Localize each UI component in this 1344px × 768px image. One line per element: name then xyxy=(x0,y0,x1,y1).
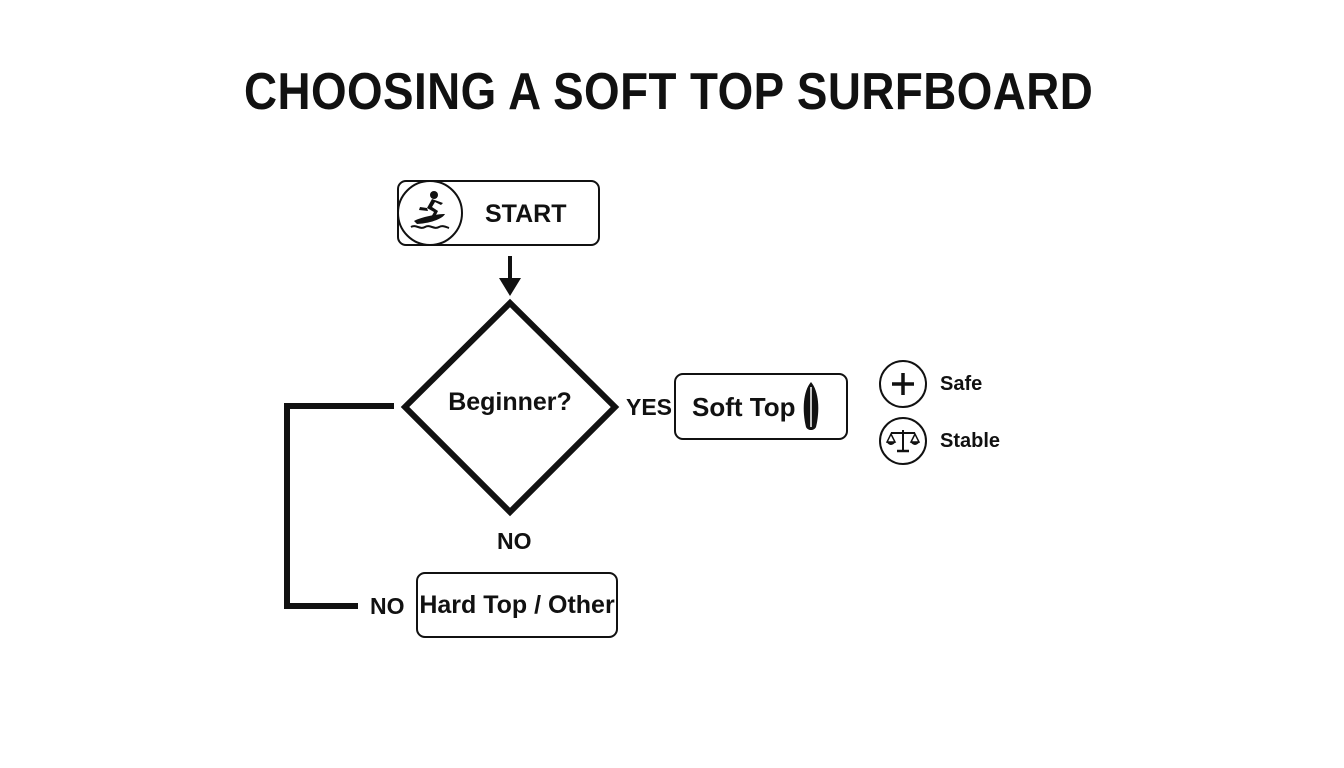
surfboard-icon xyxy=(798,381,824,438)
balance-scale-icon xyxy=(879,417,927,465)
feature-stable-label: Stable xyxy=(940,429,1001,452)
start-label: START xyxy=(485,200,567,228)
soft-top-node: Soft Top xyxy=(674,373,848,440)
no-connector-line xyxy=(284,403,394,609)
feature-safe-label: Safe xyxy=(940,372,983,395)
feature-stable: Stable xyxy=(879,417,1000,465)
start-to-decision-arrow xyxy=(499,256,521,296)
start-node: START xyxy=(397,180,600,246)
soft-top-label: Soft Top xyxy=(692,392,796,422)
plus-icon xyxy=(879,360,927,408)
diagram-title: CHOOSING A SOFT TOP SURFBOARD xyxy=(244,63,1094,121)
no-edge-label-left: NO xyxy=(370,593,405,619)
hard-top-node: Hard Top / Other xyxy=(416,572,618,638)
surfer-icon xyxy=(397,180,463,246)
hard-top-label: Hard Top / Other xyxy=(419,590,615,619)
decision-label: Beginner? xyxy=(448,388,572,416)
yes-edge-label: YES xyxy=(626,394,673,420)
decision-diamond xyxy=(400,298,620,517)
no-edge-label-bottom: NO xyxy=(497,528,532,554)
feature-safe: Safe xyxy=(879,360,982,408)
